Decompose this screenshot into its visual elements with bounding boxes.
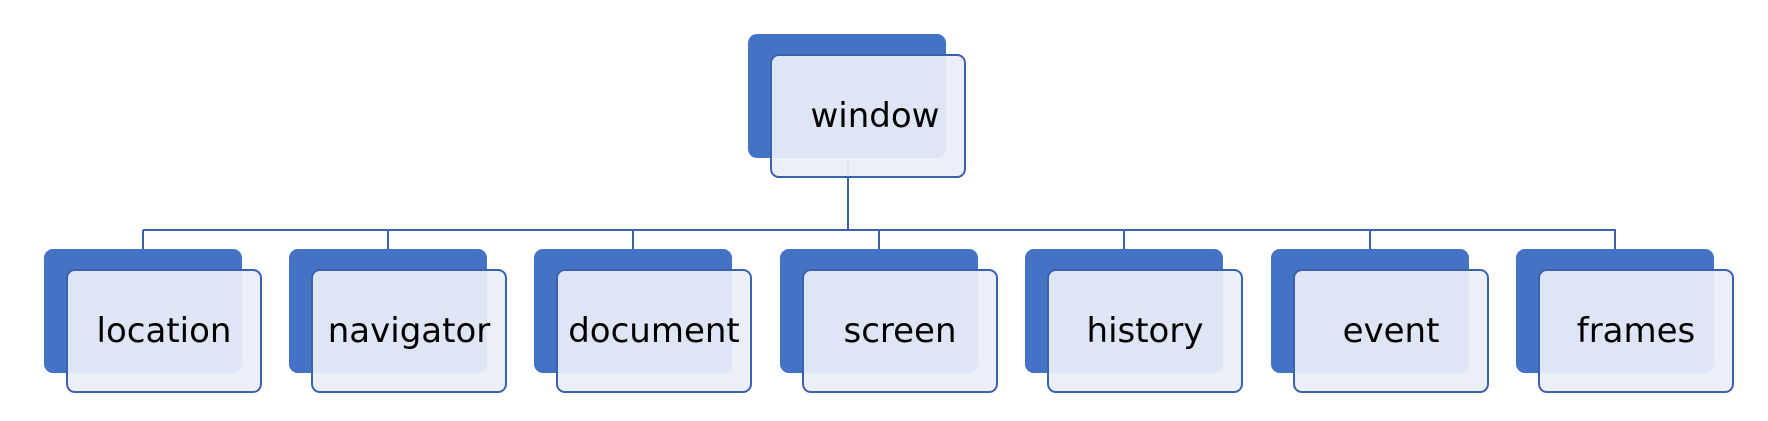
node-front-shape [770, 54, 966, 178]
node-front-shape [311, 269, 507, 393]
node-front-shape [556, 269, 752, 393]
node-label: history [1086, 311, 1204, 351]
node-front-shape [802, 269, 998, 393]
node-label: frames [1576, 311, 1696, 351]
node-front-shape [1538, 269, 1734, 393]
node-label: document [568, 311, 740, 351]
node-front-shape [1293, 269, 1489, 393]
node-label: screen [843, 311, 957, 351]
node-label: location [96, 311, 232, 351]
node-front-shape [66, 269, 262, 393]
node-label: navigator [327, 311, 491, 351]
node-front-shape [1047, 269, 1243, 393]
node-label: event [1342, 311, 1440, 351]
node-label: window [810, 96, 940, 136]
